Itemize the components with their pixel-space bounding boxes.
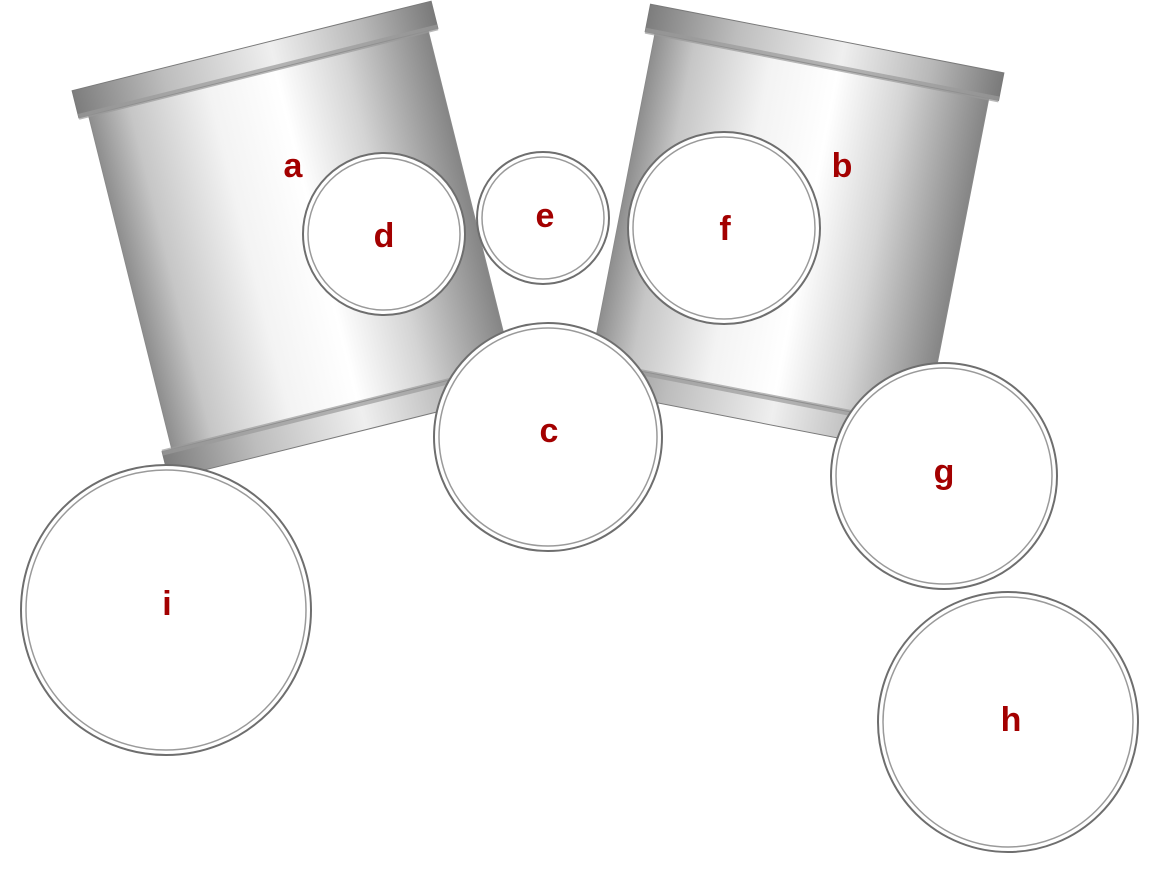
label-b: b bbox=[832, 147, 853, 185]
drum-head-c bbox=[433, 322, 663, 552]
label-e: e bbox=[536, 197, 555, 235]
drum-head-e bbox=[476, 151, 610, 285]
label-h: h bbox=[1001, 701, 1022, 739]
label-c: c bbox=[540, 412, 559, 450]
label-d: d bbox=[374, 217, 395, 255]
drum-head-i bbox=[20, 464, 312, 756]
drum-a-shell bbox=[71, 0, 529, 480]
label-a: a bbox=[284, 147, 304, 185]
label-g: g bbox=[934, 453, 955, 491]
drum-head-g bbox=[830, 362, 1058, 590]
label-f: f bbox=[719, 210, 731, 248]
drum-head-h bbox=[877, 591, 1139, 853]
drum-head-f bbox=[627, 131, 821, 325]
label-i: i bbox=[162, 585, 171, 623]
drum-head-d bbox=[302, 152, 466, 316]
